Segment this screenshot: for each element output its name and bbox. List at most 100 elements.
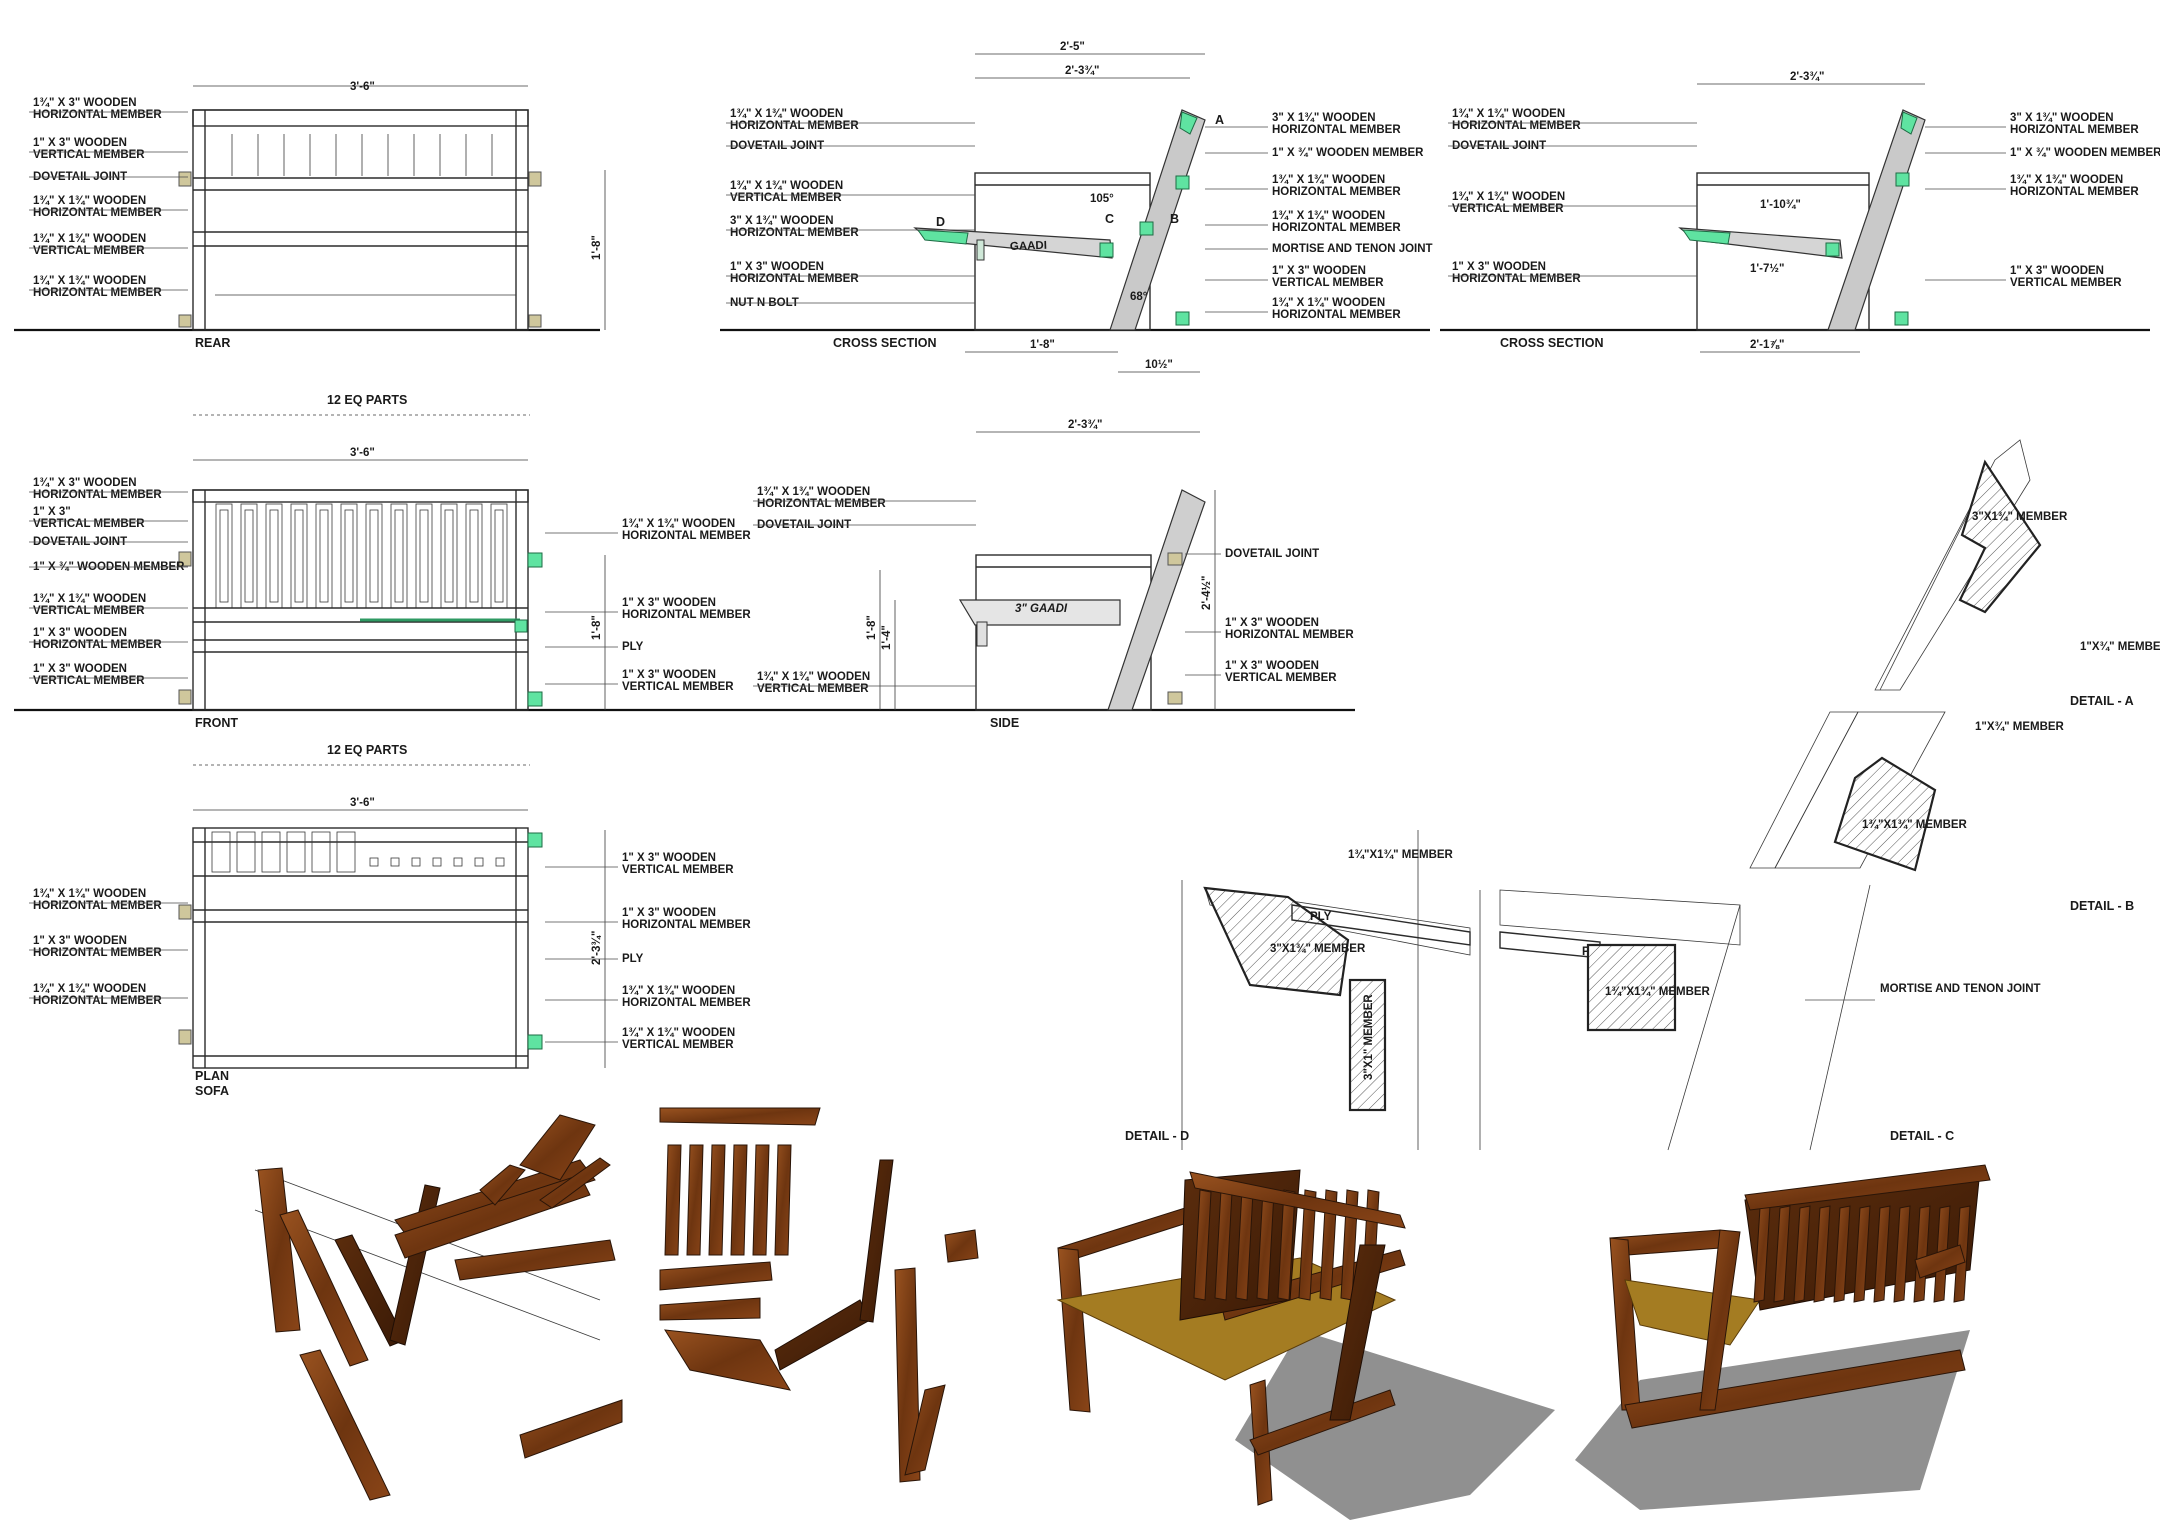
front-slat [215,503,233,609]
exploded-slat [686,1144,704,1256]
cs1-bottom-dim: 1'-8" [1030,339,1055,351]
front-render-slat [1319,1189,1338,1301]
rear-render-slat [1873,1205,1891,1303]
plan-title: PLAN [195,1069,229,1083]
detail-b-title: DETAIL - B [2070,899,2134,913]
rear-render-slat [1773,1205,1791,1303]
front-slat [390,503,408,609]
front-slat-inner [494,509,504,603]
front-slat-inner [369,509,379,603]
cs1-bottom2-dim: 10½" [1145,359,1173,371]
front-slat-inner [444,509,454,603]
rear-overall-dim: 3'-6" [350,81,375,93]
plan-right-label-2: PLY [622,953,644,965]
detail-b-member2: 1"X¾" MEMBER [1975,721,2065,733]
side-h2-dim: 1'-4" [881,625,893,650]
cs2-right-label-1: 1" X ¾" WOODEN MEMBER [2010,147,2160,159]
front-eq-parts: 12 EQ PARTS [327,393,407,407]
side-h3-dim: 2'-4½" [1201,576,1213,610]
front-slat [315,503,333,609]
cs1-right-label-1: 1" X ¾" WOODEN MEMBER [1272,147,1424,159]
front-height-dim: 1'-8" [591,615,603,640]
front-slat [265,503,283,609]
rear-title: REAR [195,336,230,350]
front-slat-inner [244,509,254,603]
front-slat [340,503,358,609]
cross-section-2: 2'-3¾" 1'-10¾" 1'-7½" 2'-1⅞" CROSS SECTI… [1440,71,2160,353]
cross-section-1: GAADI A B C D 105° 68° 2'-5" 2'-3¾" 1'-8… [720,41,1433,373]
cs2-top-dim: 2'-3¾" [1790,71,1824,83]
front-slat-inner [269,509,279,603]
side-title: SIDE [990,716,1019,730]
front-slat [365,503,383,609]
front-elevation: 12 EQ PARTS 3'-6" 1'-8" FRONT 1¾" X 3" W… [14,393,1355,730]
exploded-slat [730,1144,748,1256]
front-slat-inner [219,509,229,603]
plan-view: 12 EQ PARTS 3'-6" 2'-3¾" PLAN SOFA 1¾" X… [29,743,751,1098]
plan-slat-section [474,857,484,867]
plan-slat-section [390,857,400,867]
render-panels [230,1107,2150,1520]
front-overall-dim: 3'-6" [350,447,375,459]
detail-c-joint: MORTISE AND TENON JOINT [1880,983,2041,995]
side-right-label-0: DOVETAIL JOINT [1225,548,1319,560]
detail-a-member2: 1"X¾" MEMBER [2080,641,2160,653]
side-height-dim: 1'-8" [866,615,878,640]
front-render-slat [1298,1189,1317,1301]
front-left-label-1: 1" X 3"VERTICAL MEMBER [33,506,145,530]
exploded-slat [752,1144,770,1256]
rear-render-slat [1853,1205,1871,1303]
exploded-slat [664,1144,682,1256]
point-b: B [1170,212,1179,226]
cs2-mid2-dim: 1'-7½" [1750,263,1784,275]
rear-render-slat [1793,1205,1811,1303]
plan-slat [236,831,256,873]
plan-depth-dim: 2'-3¾" [591,931,603,965]
side-top-dim: 2'-3¾" [1068,419,1102,431]
point-a: A [1215,113,1224,127]
detail-d-member2: 3"X1" MEMBER [1363,994,1375,1080]
plan-slat [211,831,231,873]
detail-d-member: 3"X1¾" MEMBER [1270,943,1366,955]
front-slat-inner [294,509,304,603]
detail-c-title: DETAIL - C [1890,1129,1954,1143]
detail-c: PLY 1¾"X1¾" MEMBER MORTISE AND TENON JOI… [1479,884,2041,1151]
exploded-view-2 [655,1107,1038,1520]
detail-a-member: 3"X1¾" MEMBER [1972,511,2068,523]
cs2-mid-dim: 1'-10¾" [1760,199,1801,211]
detail-d-member3: 1¾"X1¾" MEMBER [1348,849,1454,861]
point-d: D [936,215,945,229]
plan-slat [261,831,281,873]
angle-105: 105° [1090,193,1114,205]
detail-b-member: 1¾"X1¾" MEMBER [1862,819,1968,831]
front-slat [290,503,308,609]
plan-slat-section [411,857,421,867]
cs2-title: CROSS SECTION [1500,336,1604,350]
